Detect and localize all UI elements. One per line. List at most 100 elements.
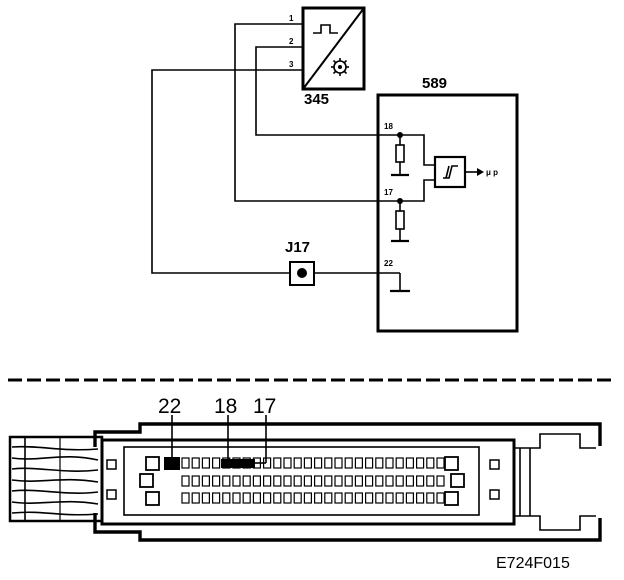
connector-pin-cell: [426, 475, 435, 487]
sensor-pin-1-label: 1: [289, 14, 294, 23]
connector-pin-cell: [334, 457, 343, 469]
connector-pin-cell: [242, 475, 251, 487]
connector-pin-cell: [416, 492, 425, 504]
connector-pin-cell: [232, 475, 241, 487]
sensor-pin-2-label: 2: [289, 37, 294, 46]
connector-pin-cell: [212, 475, 221, 487]
wire-pin2-to-18: [255, 46, 400, 136]
pulse-symbol: [313, 24, 338, 34]
connector-pin-cell: [405, 492, 414, 504]
connector-pin-cell: [293, 475, 302, 487]
connector-pin-cell: [303, 492, 312, 504]
connector-pin-cell: [212, 492, 221, 504]
connector-pin-cell: [395, 475, 404, 487]
connector-pin-cell: [212, 457, 221, 469]
hysteresis-icon: [443, 165, 458, 179]
connector-pin-cell: [365, 457, 374, 469]
connector-pin-cell: [263, 492, 272, 504]
connector-pin-cell: [181, 475, 190, 487]
sensor-pin-3-label: 3: [289, 60, 294, 69]
resistor-17: [395, 210, 405, 230]
connector-pin-cell: [314, 457, 323, 469]
connector-pin-cell: [405, 475, 414, 487]
sensor-diagonal: [302, 7, 365, 90]
connector-pin-cell: [436, 457, 445, 469]
microprocessor-label: μ p: [486, 168, 498, 177]
connector-pin-cell: [303, 457, 312, 469]
sensor-345: 345 1 2 3: [289, 6, 366, 108]
junction-j17: J17: [285, 239, 315, 286]
arrow-right-icon: [477, 168, 484, 176]
connector-pin-cell: [191, 492, 200, 504]
connector-pin-cell: [405, 457, 414, 469]
module-pin-17-label: 17: [384, 188, 393, 197]
module-pin-22-label: 22: [384, 259, 393, 268]
figure-code: E724F015: [496, 555, 570, 572]
connector-pin-cell: [181, 492, 190, 504]
connector-pin-cell: [191, 457, 200, 469]
connector-pin-cell: [354, 492, 363, 504]
wire-bundle: [8, 435, 104, 523]
wires: [151, 23, 400, 274]
connector-label-18: 18: [214, 395, 237, 418]
sensor-ref-label: 345: [304, 91, 329, 108]
connector-pins: [181, 457, 445, 504]
connector-pin-cell: [416, 457, 425, 469]
connector-view: 22 18 17: [8, 395, 602, 542]
connector-pin-cell: [385, 475, 394, 487]
connector-pin-cell: [252, 475, 261, 487]
junction-dot: [297, 268, 307, 278]
schmitt-trigger-block: [433, 155, 467, 189]
connector-pin-cell: [273, 475, 282, 487]
connector-pin-cell: [181, 457, 190, 469]
connector-pin-cell: [201, 475, 210, 487]
connector-pin-cell: [222, 475, 231, 487]
connector-pin-cell: [283, 475, 292, 487]
module-body: [376, 93, 519, 333]
connector-pin-cell: [344, 492, 353, 504]
connector-pin-cell: [273, 457, 282, 469]
gear-icon: [331, 58, 349, 76]
connector-pin-cell: [201, 492, 210, 504]
connector-pin-cell: [436, 492, 445, 504]
connector-pin-cell: [293, 457, 302, 469]
connector-pin-cell: [232, 492, 241, 504]
connector-pin-cell: [324, 475, 333, 487]
connector-pin-cell: [426, 492, 435, 504]
connector-pin-cell: [436, 475, 445, 487]
connector-pin-cell: [314, 492, 323, 504]
connector-pin-cell: [354, 457, 363, 469]
connector-pin-cell: [283, 457, 292, 469]
connector-pin-cell: [324, 457, 333, 469]
connector-pin-cell: [293, 492, 302, 504]
connector-label-17: 17: [253, 395, 276, 418]
connector-pin-cell: [191, 475, 200, 487]
connector-pin-cell: [201, 457, 210, 469]
connector-label-22: 22: [158, 395, 181, 418]
connector-pin-cell: [416, 475, 425, 487]
connector-pin-cell: [426, 457, 435, 469]
connector-pin-cell: [375, 475, 384, 487]
connector-pin-cell: [395, 492, 404, 504]
connector-pin-cell: [283, 492, 292, 504]
connector-pin-cell: [334, 492, 343, 504]
junction-ref-label: J17: [285, 239, 310, 256]
connector-pin-cell: [303, 475, 312, 487]
connector-pin-22: [164, 457, 180, 470]
module-ref-label: 589: [422, 75, 447, 92]
connector-pin-cell: [365, 475, 374, 487]
connector-pin-cell: [395, 457, 404, 469]
connector-pin-cell: [263, 475, 272, 487]
wire-pin1-to-17: [234, 23, 400, 202]
connector-pin-cell: [365, 492, 374, 504]
connector-pin-18-bar: [221, 459, 255, 468]
connector-pin-cell: [314, 475, 323, 487]
connector-pin-cell: [324, 492, 333, 504]
connector-pin-cell: [385, 457, 394, 469]
control-module-589: 589 18 17 μ p 22: [376, 75, 519, 333]
connector-pin-cell: [385, 492, 394, 504]
module-pin-18-label: 18: [384, 122, 393, 131]
connector-pin-cell: [354, 475, 363, 487]
connector-pin-cell: [344, 457, 353, 469]
